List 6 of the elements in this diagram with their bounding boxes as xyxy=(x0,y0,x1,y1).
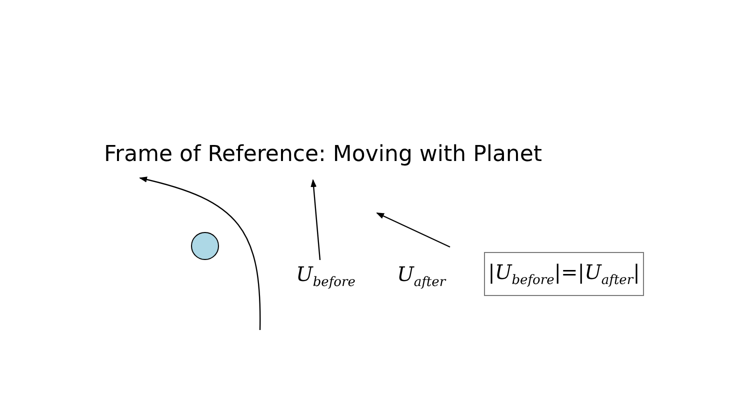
vector-label: U$_{before}$ xyxy=(296,262,356,290)
formula-text: |U$_{before}$|=|U$_{after}$| xyxy=(488,260,640,288)
formula-box xyxy=(484,252,644,296)
diagram-title: Frame of Reference: Moving with Planet xyxy=(104,142,542,167)
vector-label: U$_{after}$ xyxy=(397,262,446,290)
planet-circle xyxy=(191,232,219,260)
